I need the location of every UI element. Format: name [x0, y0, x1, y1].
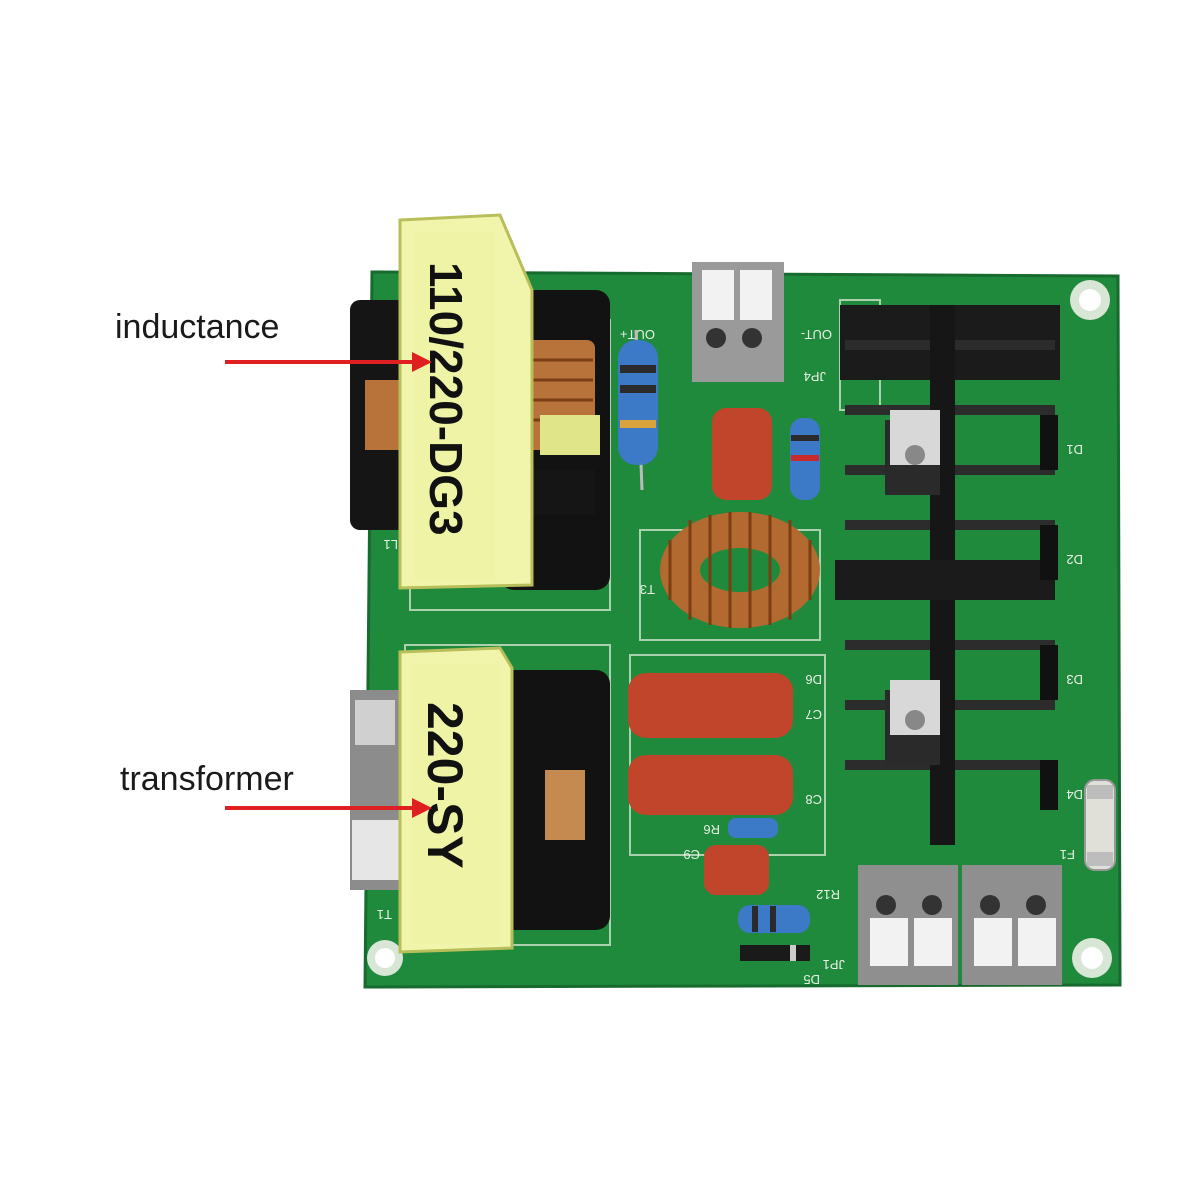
- transformer-arrow: [225, 798, 432, 818]
- silk-jp4: JP4: [804, 369, 826, 384]
- silk-t1: T1: [377, 907, 392, 922]
- transformer-label: transformer: [120, 760, 294, 798]
- capacitor: [628, 673, 793, 738]
- diode: [1040, 525, 1058, 580]
- inductance-arrow: [225, 352, 432, 372]
- diode: [740, 945, 810, 961]
- silk-d4: D4: [1066, 787, 1083, 802]
- silk-c7: C7: [805, 707, 822, 722]
- input-terminal-block: [858, 865, 958, 985]
- diode: [1040, 415, 1058, 470]
- fuse: [1084, 779, 1116, 871]
- capacitor: [628, 755, 793, 815]
- silk-d1: D1: [1066, 442, 1083, 457]
- silk-c8: C8: [805, 792, 822, 807]
- capacitor: [704, 845, 769, 895]
- silk-t3: T3: [640, 582, 655, 597]
- input-terminal-block: [962, 865, 1062, 985]
- silk-d2: D2: [1066, 552, 1083, 567]
- mounting-hole: [1072, 938, 1112, 978]
- resistor: [618, 329, 658, 491]
- toroid-coil: [660, 512, 820, 628]
- silk-d5: D5: [803, 972, 820, 987]
- inductance-label: inductance: [115, 308, 280, 346]
- diode: [1040, 645, 1058, 700]
- silk-r12: R12: [816, 887, 840, 902]
- silk-d3: D3: [1066, 672, 1083, 687]
- mounting-hole: [367, 940, 403, 976]
- resistor: [790, 418, 820, 500]
- silk-d6: D6: [805, 672, 822, 687]
- inductor-component: 110/220-DG3: [350, 213, 610, 590]
- resistor: [738, 905, 810, 933]
- transformer-marking: 220-SY: [417, 702, 473, 869]
- inductor-marking: 110/220-DG3: [420, 262, 472, 536]
- resistor: [728, 818, 778, 838]
- diode: [1040, 760, 1058, 810]
- silk-jp1: JP1: [823, 957, 845, 972]
- mounting-hole: [1070, 280, 1110, 320]
- silk-l1: L1: [384, 537, 398, 552]
- silk-r6: R6: [703, 822, 720, 837]
- silk-f1: F1: [1060, 847, 1075, 862]
- capacitor: [712, 408, 772, 500]
- silk-out-minus: OUT-: [801, 327, 832, 342]
- output-terminal-block: [692, 262, 784, 382]
- silk-c9: C9: [683, 847, 700, 862]
- heatsink: [835, 305, 1060, 845]
- transformer-component: 220-SY: [350, 646, 610, 954]
